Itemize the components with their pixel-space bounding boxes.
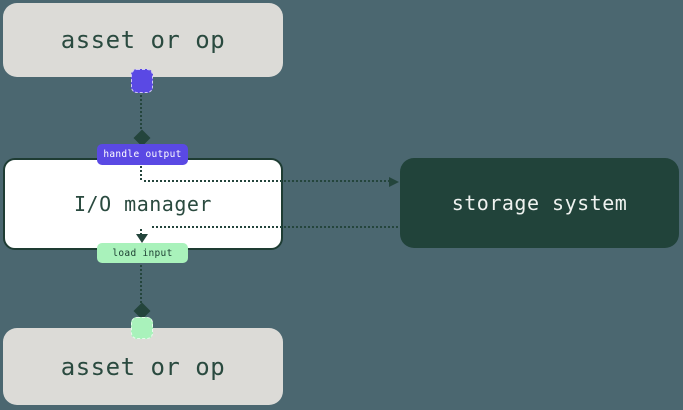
connector-asset-to-handle-output bbox=[140, 95, 142, 129]
input-handle-square bbox=[131, 317, 153, 339]
asset-or-op-bottom-label: asset or op bbox=[60, 352, 226, 381]
handle-output-label: handle output bbox=[103, 149, 182, 160]
storage-system-label: storage system bbox=[451, 191, 628, 215]
connector-io-to-storage bbox=[144, 180, 389, 182]
asset-or-op-top-node: asset or op bbox=[3, 3, 283, 77]
arrow-down-icon bbox=[136, 234, 148, 243]
connector-load-input-to-asset bbox=[140, 265, 142, 303]
asset-or-op-top-label: asset or op bbox=[60, 26, 226, 54]
load-input-badge: load input bbox=[97, 243, 188, 263]
connector-handle-output-down bbox=[140, 166, 142, 180]
load-input-label: load input bbox=[112, 247, 173, 259]
connector-storage-down bbox=[140, 229, 142, 234]
io-manager-label: I/O manager bbox=[74, 192, 212, 216]
connector-storage-to-io bbox=[152, 226, 400, 228]
asset-or-op-bottom-node: asset or op bbox=[3, 328, 283, 405]
storage-system-node: storage system bbox=[400, 158, 679, 248]
output-handle-square bbox=[131, 69, 153, 93]
handle-output-badge: handle output bbox=[97, 144, 188, 165]
arrow-right-icon bbox=[389, 177, 399, 187]
